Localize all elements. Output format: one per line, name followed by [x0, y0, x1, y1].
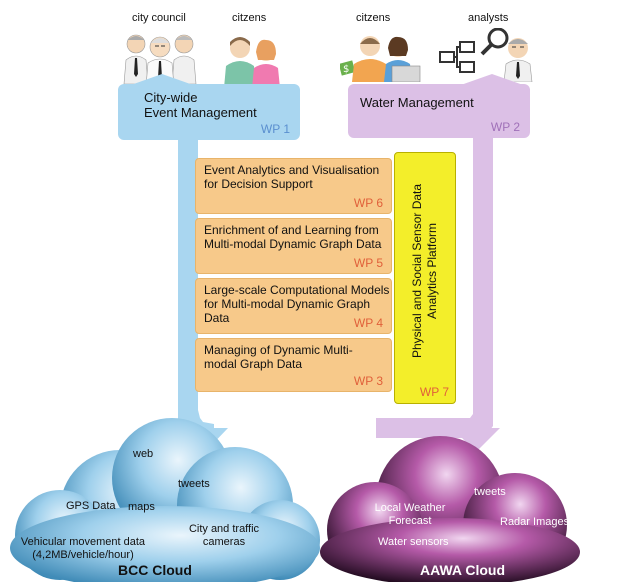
aawa-sensors-label: Water sensors [378, 536, 449, 548]
wp1-box: City-wide Event Management WP 1 [118, 74, 300, 140]
wp3-code: WP 3 [353, 374, 383, 388]
bcc-cloud-shape [10, 418, 320, 582]
wp1-code: WP 1 [260, 122, 290, 136]
bcc-traffic-label: City and traffic cameras [188, 523, 260, 548]
wp4-title: Large-scale Computational Models for Mul… [204, 283, 390, 325]
city-council-label: city council [132, 12, 186, 24]
bcc-maps-label: maps [128, 501, 155, 513]
svg-text:$: $ [343, 64, 349, 75]
wp1-title-line2: Event Management [144, 105, 257, 120]
wp3-box: Managing of Dynamic Multi-modal Graph Da… [195, 338, 392, 392]
wp6-code: WP 6 [353, 196, 383, 210]
citizens-right-label: citzens [356, 12, 391, 24]
wp2-box: Water Management WP 2 [348, 74, 530, 138]
wp7-title-line1: Physical and Social Sensor Data [410, 183, 424, 359]
wp2-code: WP 2 [490, 120, 520, 134]
wp7-code: WP 7 [419, 385, 449, 399]
citizens-left-label: citzens [232, 12, 267, 24]
bcc-cloud-title: BCC Cloud [118, 562, 192, 578]
wp4-box: Large-scale Computational Models for Mul… [195, 278, 392, 334]
bcc-vehicular-line1: Vehicular movement data [20, 536, 146, 548]
analysts-label: analysts [468, 12, 509, 24]
wp2-pipe [376, 130, 493, 438]
aawa-weather-line1: Local Weather [374, 502, 446, 514]
wp3-title: Managing of Dynamic Multi-modal Graph Da… [204, 343, 353, 371]
wp2-up-arrow [458, 74, 526, 86]
bcc-vehicular-line2: (4,2MB/vehicle/hour) [32, 549, 134, 561]
aawa-arrow [452, 428, 500, 452]
wp5-title: Enrichment of and Learning from Multi-mo… [204, 223, 382, 251]
wp7-title-line2: Analytics Platform [425, 222, 439, 320]
aawa-cloud-title: AAWA Cloud [420, 562, 506, 578]
aawa-radar-label: Radar Images [500, 516, 570, 528]
aawa-tweets-label: tweets [474, 486, 506, 498]
wp1-up-arrow [128, 74, 196, 86]
wp2-title: Water Management [360, 95, 474, 110]
wp5-box: Enrichment of and Learning from Multi-mo… [195, 218, 392, 274]
citizens-right-icon: $ [340, 36, 421, 82]
wp4-code: WP 4 [353, 316, 383, 330]
wp7-box: Physical and Social Sensor Data Analytic… [394, 152, 456, 404]
wp5-code: WP 5 [353, 256, 383, 270]
bcc-gps-label: GPS Data [66, 500, 116, 512]
wp6-box: Event Analytics and Visualisation for De… [195, 158, 392, 214]
aawa-weather-line2: Forecast [388, 515, 432, 527]
citizens-left-icon [224, 37, 280, 88]
bcc-web-label: web [133, 448, 154, 460]
wp1-title-line1: City-wide [144, 90, 198, 105]
bcc-tweets-label: tweets [178, 478, 210, 490]
wp6-title: Event Analytics and Visualisation for De… [204, 163, 380, 191]
analysts-icon [439, 28, 533, 82]
aawa-cloud-shape [320, 436, 580, 582]
